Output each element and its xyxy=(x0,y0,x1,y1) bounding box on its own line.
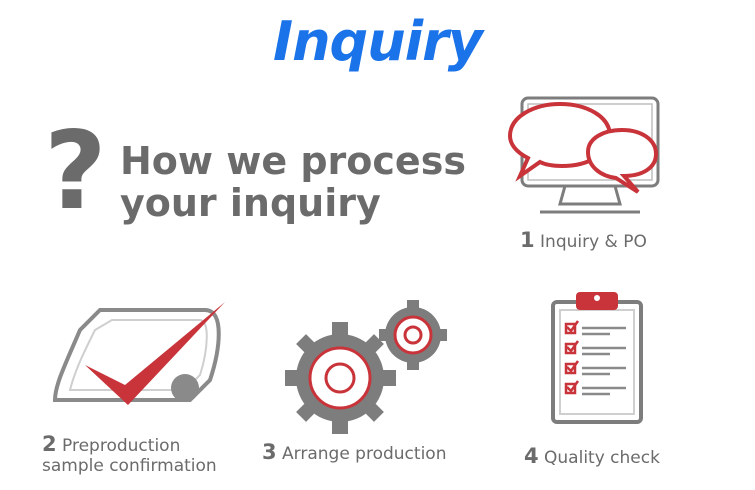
map-check-icon xyxy=(52,302,225,405)
intro-line-2: your inquiry xyxy=(120,181,381,225)
monitor-chat-icon xyxy=(507,96,660,214)
gears-icon xyxy=(285,300,447,434)
step-number: 1 xyxy=(520,228,535,252)
step-number: 2 xyxy=(42,432,57,456)
page-title: Inquiry xyxy=(273,10,483,73)
step-text: Preproduction xyxy=(62,436,181,456)
step-4-label: 4 Quality check xyxy=(524,444,660,469)
step-text-2: sample confirmation xyxy=(42,456,217,476)
intro-line-1: How we process xyxy=(120,139,466,183)
step-text: Arrange production xyxy=(282,444,447,464)
step-3-label: 3 Arrange production xyxy=(262,440,447,465)
step-number: 3 xyxy=(262,440,277,464)
step-2-label: 2 Preproduction sample confirmation xyxy=(42,432,217,477)
step-text: Quality check xyxy=(544,448,660,468)
step-number: 4 xyxy=(524,444,539,468)
step-1-label: 1 Inquiry & PO xyxy=(520,228,647,253)
step-text: Inquiry & PO xyxy=(540,232,647,252)
question-mark-icon: ? xyxy=(44,109,107,234)
clipboard-checklist-icon xyxy=(551,292,643,424)
intro-headline: How we process your inquiry xyxy=(120,140,466,224)
